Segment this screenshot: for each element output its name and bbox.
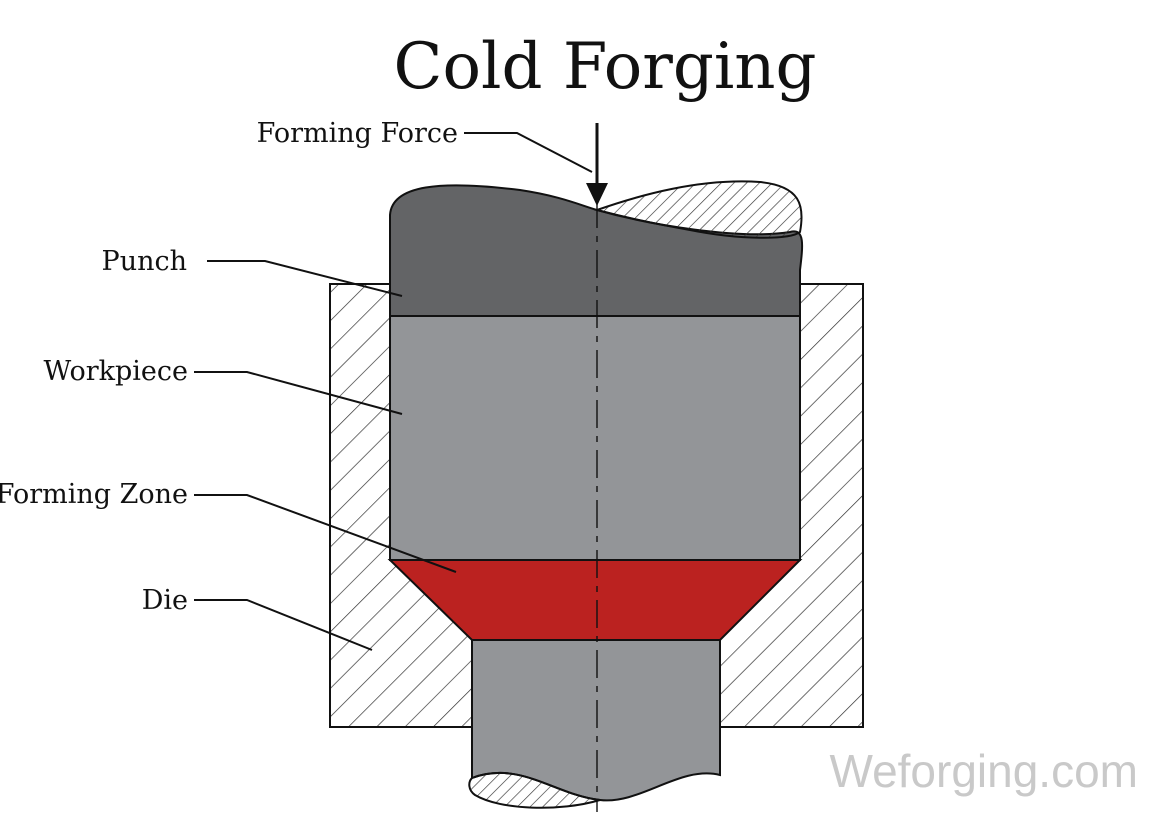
leader-die (194, 599, 373, 651)
punch (389, 180, 804, 317)
leader-forming-force (464, 132, 593, 173)
leader-forming-zone (194, 494, 457, 573)
workpiece (389, 315, 801, 561)
label-forming-zone: Forming Zone (0, 479, 188, 510)
label-workpiece: Workpiece (44, 356, 188, 387)
label-die: Die (142, 585, 188, 616)
label-forming-force: Forming Force (257, 118, 458, 149)
extruded-shaft (468, 639, 721, 809)
watermark: Weforging.com (829, 745, 1138, 797)
leader-punch (207, 260, 403, 297)
leader-workpiece (194, 371, 403, 415)
forming-force-arrow (586, 123, 608, 206)
label-punch: Punch (102, 246, 187, 277)
diagram-title: Cold Forging (394, 30, 817, 104)
